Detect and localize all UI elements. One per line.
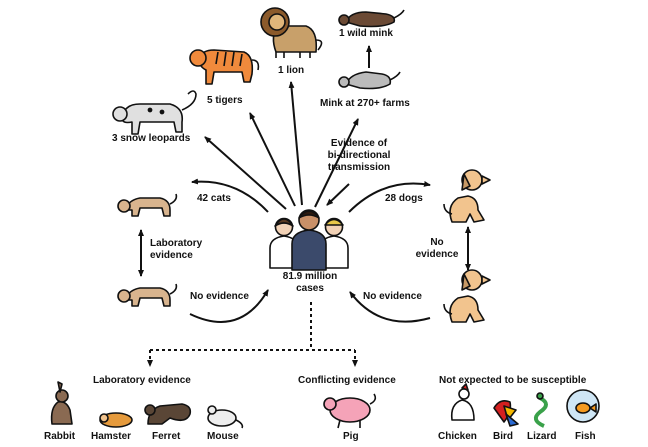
cats-label: 42 cats (197, 193, 231, 204)
chicken-icon (450, 383, 475, 421)
cat-icon-2 (117, 283, 178, 307)
farm-mink-icon (338, 71, 401, 90)
wild-mink-label: 1 wild mink (339, 28, 393, 39)
bird-label: Bird (493, 431, 513, 442)
lab-evidence-line-2: evidence (150, 250, 193, 261)
laboratory-evidence-heading: Laboratory evidence (93, 375, 191, 386)
no-evidence-left-label: No evidence (190, 291, 249, 302)
lion-label: 1 lion (278, 65, 305, 76)
cases-line-2: cases (296, 283, 324, 294)
bird-icon (493, 400, 519, 427)
dogs-label: 28 dogs (385, 193, 423, 204)
hamster-label: Hamster (91, 431, 132, 442)
dog-icon-2 (443, 269, 491, 323)
arrow-to-tigers (249, 112, 296, 207)
mouse-icon (207, 405, 244, 429)
snow-leopards-label: 3 snow leopards (112, 133, 191, 144)
fish-bowl-icon (566, 389, 600, 423)
rabbit-icon (50, 381, 73, 425)
snow-leopard-icon (112, 90, 197, 135)
ferret-label: Ferret (152, 431, 181, 442)
lizard-icon (533, 392, 548, 428)
cases-line-1: 81.9 million (282, 271, 338, 282)
arrow-to-lion (288, 81, 303, 206)
bidirectional-line-3: transmission (327, 162, 391, 173)
tigers-label: 5 tigers (207, 95, 243, 106)
no-evidence-right-vertical-label: No evidence (410, 237, 464, 261)
arrow-cat-to-humans (189, 289, 269, 323)
no-evidence-right-label: No evidence (363, 291, 422, 302)
mouse-label: Mouse (207, 431, 239, 442)
arrow-to-snow-leopards (204, 136, 287, 210)
no-evidence-line-1: No (430, 237, 444, 248)
lizard-label: Lizard (527, 431, 557, 442)
cases-label: 81.9 million cases (270, 271, 350, 295)
arrow-to-cats (191, 178, 269, 213)
arrow-to-dogs (348, 181, 431, 213)
pig-label: Pig (343, 431, 359, 442)
arrow-to-farm-mink (314, 118, 359, 208)
lab-evidence-left-label: Laboratory evidence (150, 238, 202, 262)
rabbit-label: Rabbit (44, 431, 76, 442)
wild-mink-icon (338, 9, 405, 28)
not-susceptible-heading: Not expected to be susceptible (439, 375, 587, 386)
bidirectional-line-1: Evidence of (330, 138, 388, 149)
hamster-icon (99, 412, 133, 428)
pig-icon (323, 393, 377, 429)
fish-label: Fish (575, 431, 596, 442)
ferret-icon (144, 403, 192, 425)
chicken-label: Chicken (438, 431, 477, 442)
bidirectional-evidence-label: Evidence of bi-directional transmission (316, 138, 402, 174)
arrow-mink-to-humans (326, 183, 350, 206)
humans-icon (269, 209, 349, 271)
conflicting-evidence-heading: Conflicting evidence (298, 375, 396, 386)
dog-icon (443, 169, 491, 223)
cat-icon (117, 193, 178, 217)
bidirectional-line-2: bi-directional (327, 150, 391, 161)
arrow-dog-to-humans (349, 291, 431, 323)
no-evidence-line-2: evidence (415, 249, 459, 260)
lab-evidence-line-1: Laboratory (150, 238, 203, 249)
farm-mink-label: Mink at 270+ farms (320, 98, 410, 109)
lion-icon (260, 7, 323, 58)
tiger-icon (189, 49, 260, 85)
